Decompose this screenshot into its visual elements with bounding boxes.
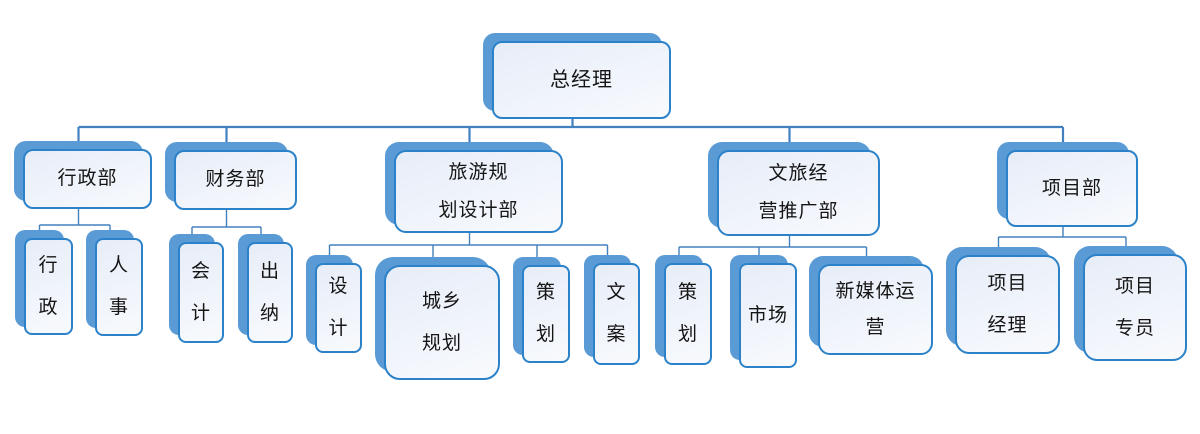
node-label-line: 新媒体运 bbox=[835, 280, 916, 302]
node-label-line: 纳 bbox=[259, 302, 280, 324]
org-node-sj[interactable]: 设计 bbox=[306, 255, 362, 353]
org-node-gm[interactable]: 总经理 bbox=[483, 33, 671, 119]
node-box: 项目专员 bbox=[1083, 254, 1187, 361]
node-label-line: 出 bbox=[259, 260, 280, 282]
node-label-line: 人 bbox=[108, 255, 129, 276]
node-label-line: 设 bbox=[328, 276, 349, 297]
node-label-line: 项目部 bbox=[1041, 177, 1102, 199]
node-label-line: 城乡 bbox=[421, 290, 462, 312]
node-label-line: 经理 bbox=[987, 314, 1028, 336]
node-box: 策划 bbox=[522, 265, 570, 363]
node-label-line: 项目 bbox=[1114, 275, 1155, 297]
node-label-line: 市场 bbox=[747, 304, 788, 326]
node-label-line: 行政部 bbox=[57, 168, 118, 189]
org-node-xmzy[interactable]: 项目专员 bbox=[1074, 246, 1187, 361]
node-box: 市场 bbox=[739, 263, 797, 368]
node-label-line: 计 bbox=[190, 302, 211, 324]
node-box: 策划 bbox=[664, 263, 712, 365]
node-label-line: 会 bbox=[190, 260, 211, 282]
node-label-line: 政 bbox=[38, 296, 59, 318]
node-label-line: 计 bbox=[328, 318, 349, 339]
node-label-line: 行 bbox=[38, 254, 59, 276]
node-box: 文旅经营推广部 bbox=[717, 150, 880, 236]
node-label-line: 专员 bbox=[1114, 317, 1155, 339]
org-node-rs[interactable]: 人事 bbox=[86, 230, 143, 336]
org-node-culture[interactable]: 文旅经营推广部 bbox=[708, 142, 880, 236]
org-node-kj[interactable]: 会计 bbox=[169, 234, 224, 343]
node-box: 人事 bbox=[95, 238, 143, 336]
node-box: 城乡规划 bbox=[384, 265, 500, 380]
org-node-finance[interactable]: 财务部 bbox=[165, 142, 297, 210]
org-node-admin[interactable]: 行政部 bbox=[14, 141, 152, 209]
node-label-line: 案 bbox=[606, 324, 627, 345]
org-node-ch2[interactable]: 策划 bbox=[655, 255, 712, 365]
node-box: 旅游规划设计部 bbox=[394, 150, 563, 233]
node-box: 行政部 bbox=[23, 149, 152, 209]
node-box: 项目经理 bbox=[955, 255, 1060, 354]
node-label-line: 总经理 bbox=[550, 69, 613, 91]
node-box: 设计 bbox=[315, 263, 362, 353]
org-node-xmt[interactable]: 新媒体运营 bbox=[809, 256, 933, 355]
org-node-ch1[interactable]: 策划 bbox=[513, 257, 570, 363]
node-box: 文案 bbox=[593, 263, 640, 365]
org-node-tourism[interactable]: 旅游规划设计部 bbox=[385, 142, 563, 233]
node-box: 会计 bbox=[178, 242, 224, 343]
node-label-line: 事 bbox=[108, 297, 129, 318]
org-node-project[interactable]: 项目部 bbox=[997, 142, 1138, 227]
node-label-line: 策 bbox=[535, 282, 556, 303]
node-label-line: 营推广部 bbox=[758, 201, 839, 222]
node-label-line: 文 bbox=[606, 282, 627, 303]
org-node-xz[interactable]: 行政 bbox=[15, 230, 73, 335]
node-box: 总经理 bbox=[492, 41, 671, 119]
node-label-line: 旅游规 bbox=[448, 161, 509, 183]
node-box: 项目部 bbox=[1006, 150, 1138, 227]
node-label-line: 财务部 bbox=[205, 169, 266, 190]
node-label-line: 划 bbox=[535, 324, 556, 345]
node-box: 财务部 bbox=[174, 150, 297, 210]
node-label-line: 文旅经 bbox=[768, 163, 829, 184]
node-box: 出纳 bbox=[247, 242, 293, 343]
node-label-line: 营 bbox=[865, 316, 886, 338]
org-node-wa[interactable]: 文案 bbox=[584, 255, 640, 365]
org-node-sc[interactable]: 市场 bbox=[730, 255, 797, 368]
node-label-line: 策 bbox=[677, 282, 698, 303]
node-label-line: 项目 bbox=[987, 272, 1028, 294]
node-box: 新媒体运营 bbox=[818, 264, 933, 355]
org-node-cxgh[interactable]: 城乡规划 bbox=[375, 257, 500, 380]
org-node-xmjl[interactable]: 项目经理 bbox=[946, 247, 1060, 354]
node-label-line: 划 bbox=[677, 324, 698, 345]
org-node-cn[interactable]: 出纳 bbox=[238, 234, 293, 343]
node-label-line: 规划 bbox=[421, 332, 462, 354]
node-box: 行政 bbox=[24, 238, 73, 335]
node-label-line: 划设计部 bbox=[438, 199, 519, 221]
